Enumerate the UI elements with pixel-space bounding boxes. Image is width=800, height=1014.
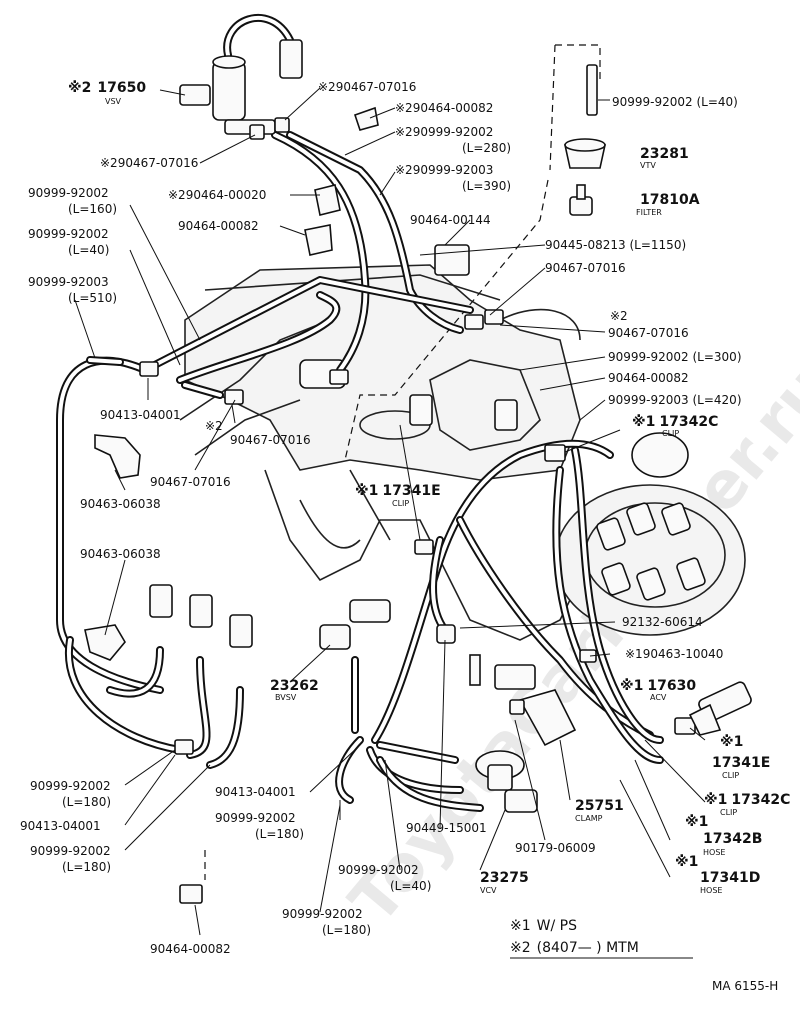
svg-text:90413-04001: 90413-04001 (215, 785, 296, 799)
svg-text:※290999-92002: ※290999-92002 (395, 125, 493, 139)
svg-text:※290464-00082: ※290464-00082 (395, 101, 493, 115)
air-cleaner-outline (344, 44, 601, 461)
svg-text:HOSE: HOSE (703, 848, 725, 857)
svg-text:90464-00082: 90464-00082 (178, 219, 259, 233)
svg-text:90413-04001: 90413-04001 (20, 819, 101, 833)
svg-text:90463-06038: 90463-06038 (80, 547, 161, 561)
svg-text:※1: ※1 (685, 814, 708, 830)
legend-note-2: ※2(8407— ) MTM (510, 940, 639, 956)
svg-text:VCV: VCV (480, 886, 497, 895)
svg-text:※1: ※1 (720, 734, 743, 750)
vtv-filter (564, 64, 606, 216)
svg-text:※290467-07016: ※290467-07016 (100, 156, 198, 170)
svg-text:HOSE: HOSE (700, 886, 722, 895)
svg-text:90467-07016: 90467-07016 (230, 433, 311, 447)
leader-lines (74, 87, 706, 936)
svg-text:(L=160): (L=160) (68, 202, 117, 216)
svg-text:FILTER: FILTER (636, 208, 662, 217)
svg-text:90999-92003: 90999-92003 (28, 275, 109, 289)
svg-text:VTV: VTV (640, 161, 656, 170)
svg-text:ACV: ACV (650, 693, 667, 702)
svg-text:25751: 25751 (575, 798, 624, 814)
svg-text:※2: ※2 (610, 309, 628, 323)
svg-text:90445-08213 (L=1150): 90445-08213 (L=1150) (545, 238, 686, 252)
svg-text:90467-07016: 90467-07016 (608, 326, 689, 340)
svg-text:23262: 23262 (270, 678, 319, 694)
svg-text:23275: 23275 (480, 870, 529, 886)
svg-text:CLIP: CLIP (720, 808, 737, 817)
vacuum-hoses (56, 13, 664, 812)
svg-text:CLIP: CLIP (392, 499, 409, 508)
svg-text:(L=510): (L=510) (68, 291, 117, 305)
svg-text:(L=180): (L=180) (62, 860, 111, 874)
svg-text:※190463-10040: ※190463-10040 (625, 647, 723, 661)
svg-text:90464-00144: 90464-00144 (410, 213, 491, 227)
svg-text:90999-92002: 90999-92002 (215, 811, 296, 825)
svg-text:90999-92002: 90999-92002 (28, 227, 109, 241)
svg-text:※2: ※2 (205, 419, 223, 433)
svg-text:※1: ※1 (675, 854, 698, 870)
svg-text:90413-04001: 90413-04001 (100, 408, 181, 422)
svg-text:17341D: 17341D (700, 870, 760, 886)
svg-text:(L=40): (L=40) (390, 879, 431, 893)
svg-text:(L=390): (L=390) (462, 179, 511, 193)
svg-text:90999-92003 (L=420): 90999-92003 (L=420) (608, 393, 742, 407)
svg-text:92132-60614: 92132-60614 (622, 615, 703, 629)
svg-text:(L=280): (L=280) (462, 141, 511, 155)
svg-text:90999-92002: 90999-92002 (30, 844, 111, 858)
svg-text:90179-06009: 90179-06009 (515, 841, 596, 855)
svg-text:CLIP: CLIP (662, 429, 679, 438)
svg-text:(L=40): (L=40) (68, 243, 109, 257)
svg-text:17810A: 17810A (640, 192, 700, 208)
svg-text:VSV: VSV (105, 97, 122, 106)
svg-text:CLIP: CLIP (722, 771, 739, 780)
svg-text:90467-07016: 90467-07016 (150, 475, 231, 489)
svg-text:90999-92002: 90999-92002 (282, 907, 363, 921)
svg-text:90464-00082: 90464-00082 (608, 371, 689, 385)
svg-text:※290999-92003: ※290999-92003 (395, 163, 493, 177)
svg-text:17342B: 17342B (703, 831, 762, 847)
svg-text:90999-92002: 90999-92002 (28, 186, 109, 200)
svg-text:90467-07016: 90467-07016 (545, 261, 626, 275)
svg-text:(L=180): (L=180) (322, 923, 371, 937)
hose-clamps (179, 106, 696, 904)
acv-valve (688, 681, 752, 736)
svg-text:BVSV: BVSV (275, 693, 297, 702)
svg-text:※290464-00020: ※290464-00020 (168, 188, 266, 202)
svg-text:90999-92002 (L=300): 90999-92002 (L=300) (608, 350, 742, 364)
svg-text:90999-92002: 90999-92002 (338, 863, 419, 877)
svg-text:(L=180): (L=180) (62, 795, 111, 809)
left-clips (84, 361, 194, 755)
svg-text:90999-92002: 90999-92002 (30, 779, 111, 793)
vcv-valve (436, 624, 577, 813)
svg-text:90999-92002 (L=40): 90999-92002 (L=40) (612, 95, 738, 109)
svg-text:90464-00082: 90464-00082 (150, 942, 231, 956)
svg-text:(L=180): (L=180) (255, 827, 304, 841)
drawing-code: MA 6155-H (712, 979, 778, 993)
svg-text:17341E: 17341E (712, 755, 770, 771)
bvsv-sensors (149, 584, 391, 650)
svg-text:23281: 23281 (640, 146, 689, 162)
svg-text:90449-15001: 90449-15001 (406, 821, 487, 835)
svg-text:90463-06038: 90463-06038 (80, 497, 161, 511)
distributor (554, 432, 746, 636)
svg-text:CLAMP: CLAMP (575, 814, 603, 823)
svg-text:※290467-07016: ※290467-07016 (318, 80, 416, 94)
